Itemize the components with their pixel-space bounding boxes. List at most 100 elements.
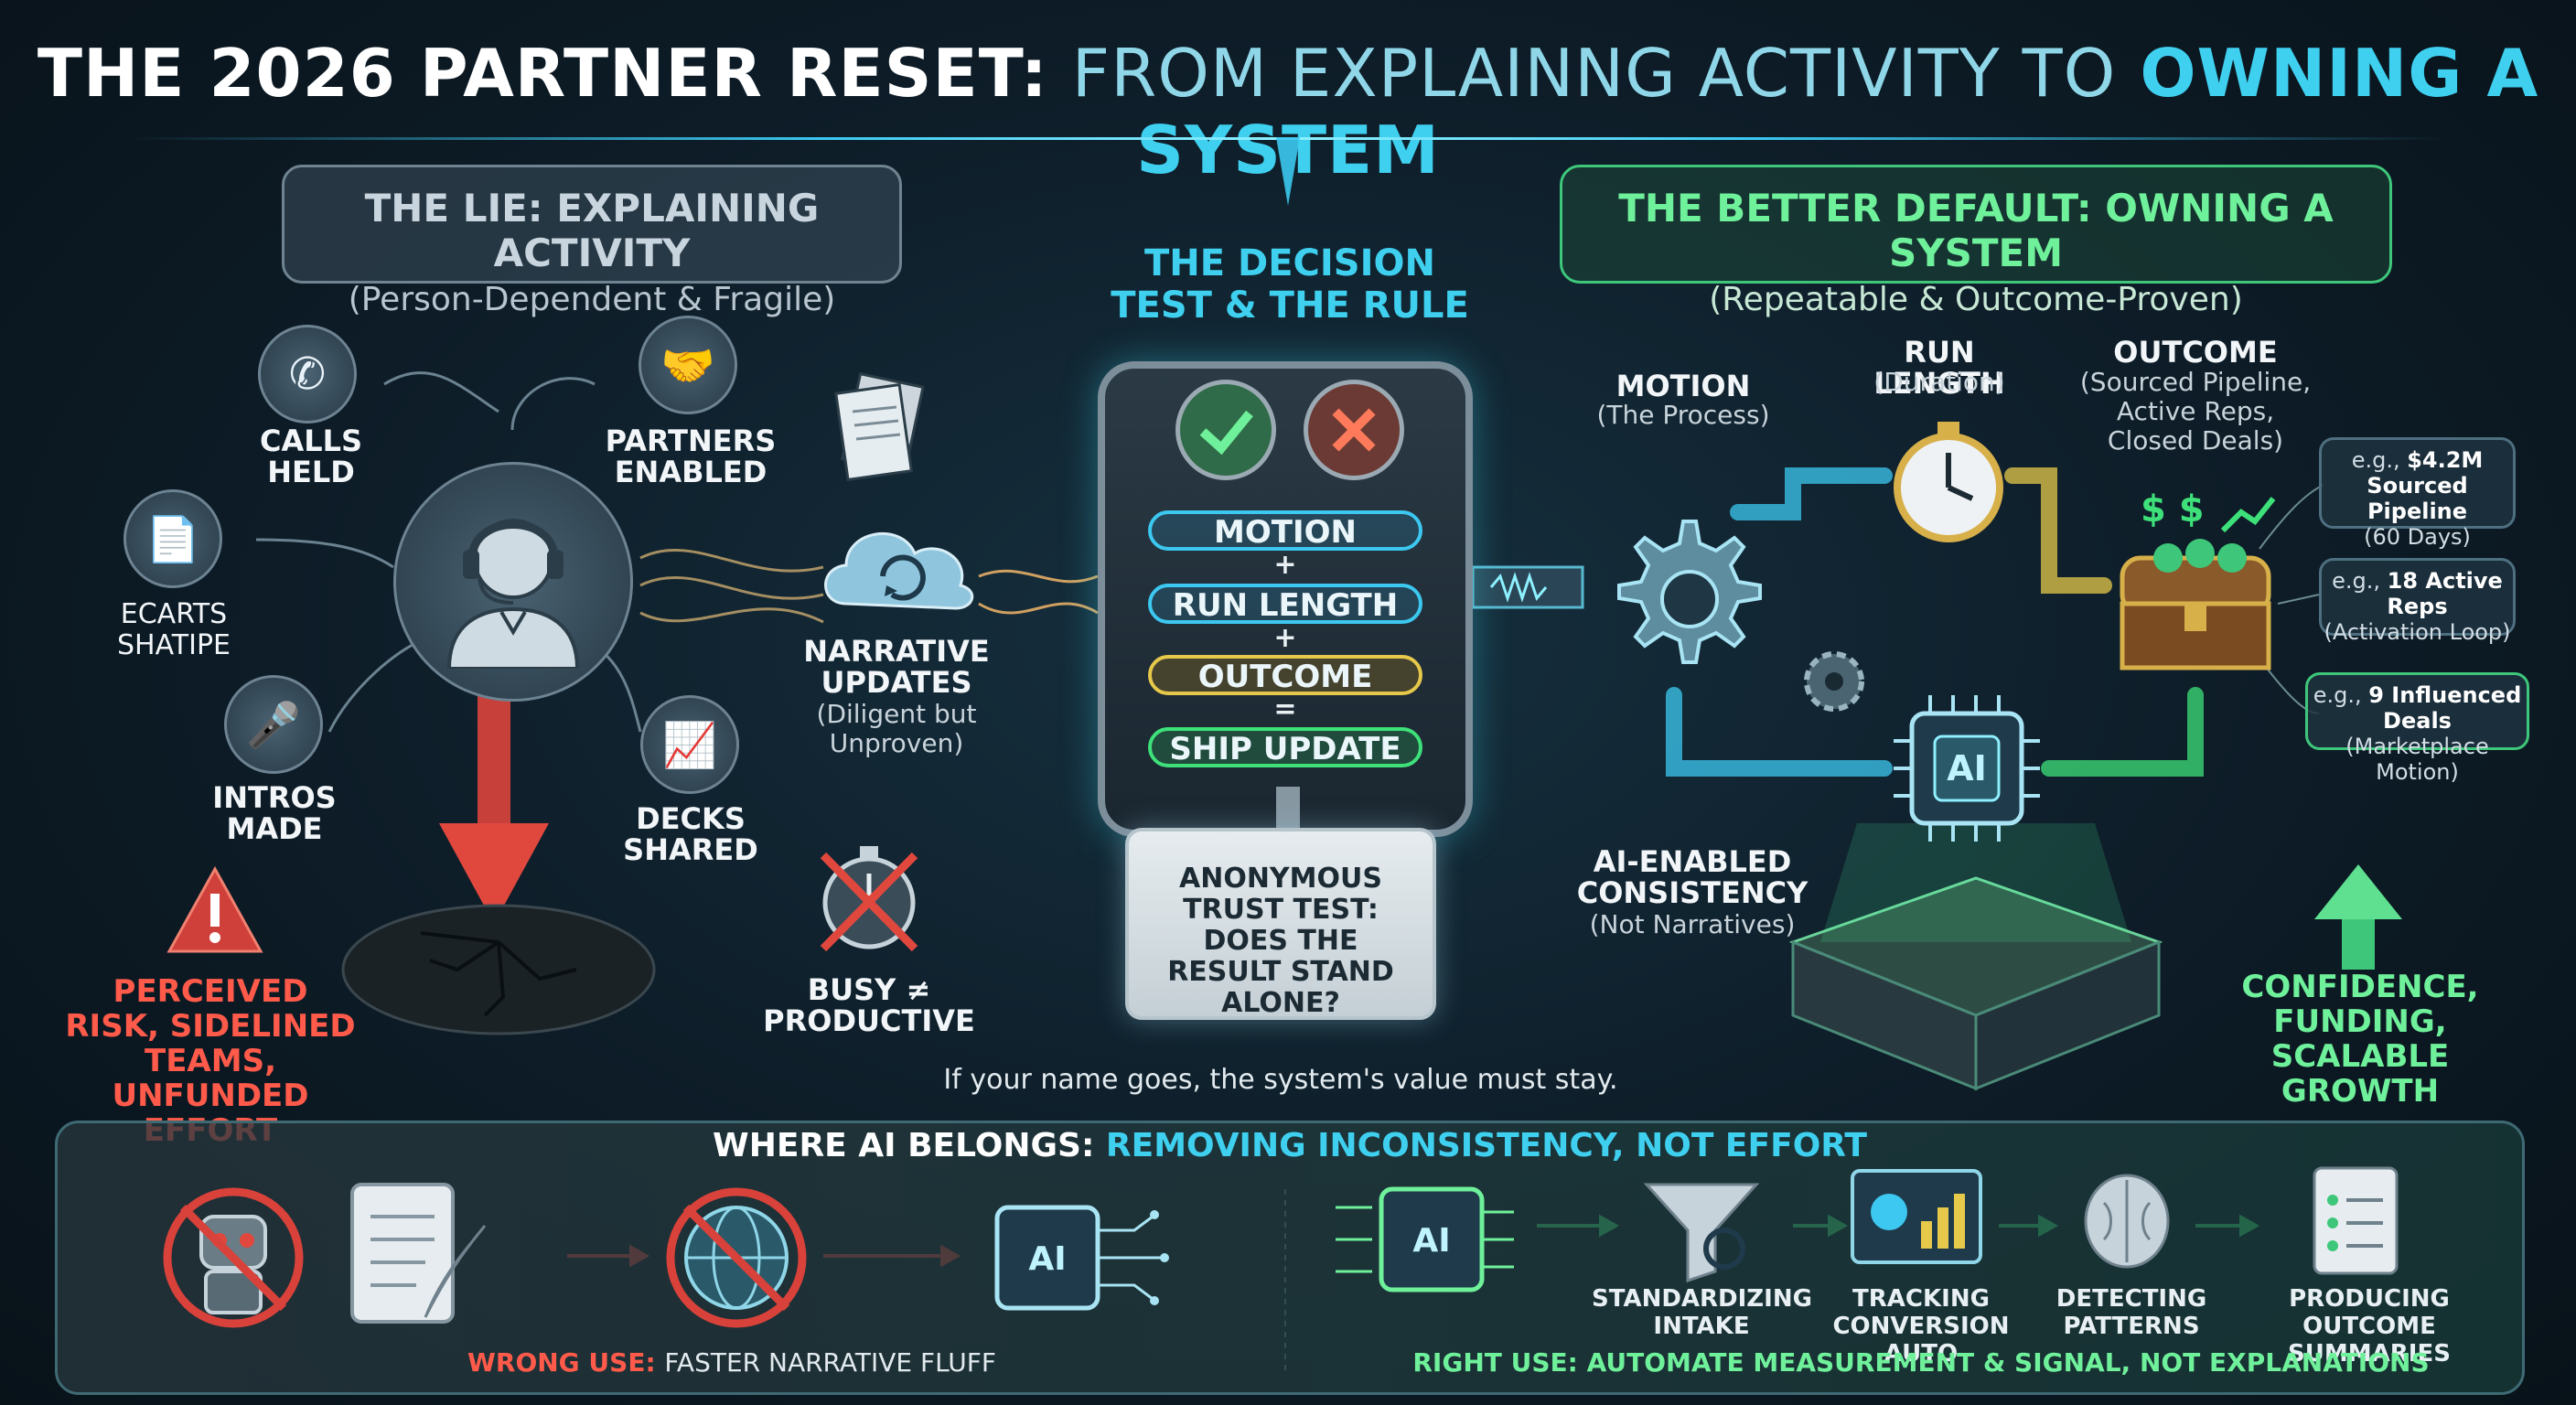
better-header-box: THE BETTER DEFAULT: OWNING A SYSTEM (Rep… <box>1560 165 2392 318</box>
better-heading: THE BETTER DEFAULT: OWNING A SYSTEM <box>1618 186 2334 275</box>
ai-consistency-sub: (Not Narratives) <box>1589 909 1796 939</box>
crossed-stopwatch-icon <box>805 837 933 956</box>
example-prefix: e.g., <box>2351 447 2408 473</box>
right-use-a: RIGHT USE: <box>1412 1347 1578 1378</box>
papers-icon <box>832 370 933 489</box>
lie-heading: THE LIE: EXPLAINING ACTIVITY <box>364 186 820 275</box>
example-deals-sub: (Marketplace Motion) <box>2345 734 2489 785</box>
example-reps-value: 18 Active Reps <box>2387 568 2503 619</box>
ai-chip-label: AI <box>1412 1222 1450 1260</box>
example-card-reps: e.g., 18 Active Reps (Activation Loop) <box>2319 558 2516 645</box>
svg-text:$ $: $ $ <box>2141 488 2205 531</box>
step-detecting-patterns: DETECTING PATTERNS <box>2055 1285 2207 1340</box>
partners-enabled-label: PARTNERS ENABLED <box>605 424 777 489</box>
step-standardizing-intake: STANDARDIZING INTAKE <box>1592 1285 1812 1340</box>
motion-title: MOTION <box>1615 369 1751 403</box>
plus-operator-1: + <box>1273 549 1297 581</box>
calls-held-label: CALLS HELD <box>259 424 363 489</box>
title-part-1: THE 2026 PARTNER RESET: <box>37 35 1048 112</box>
right-use-b: AUTOMATE MEASUREMENT & SIGNAL, NOT EXPLA… <box>1586 1347 2430 1378</box>
person-headset-icon <box>393 462 633 702</box>
outcome-title: OUTCOME <box>2113 335 2278 370</box>
system-rule-text: If your name goes, the system's value mu… <box>943 1064 1618 1096</box>
narrative-updates-label: NARRATIVE UPDATES <box>803 634 990 700</box>
phone-icon: ✆ <box>258 325 357 424</box>
funnel-icon <box>1637 1175 1766 1285</box>
crossed-robot-icon <box>156 1180 311 1335</box>
trust-test-label: ANONYMOUS TRUST TEST: DOES THE RESULT ST… <box>1167 863 1394 1019</box>
bottom-heading: WHERE AI BELONGS: REMOVING INCONSISTENCY… <box>55 1127 2525 1164</box>
wrong-use-a: WRONG USE: <box>467 1347 656 1378</box>
example-pipeline-value: $4.2M Sourced Pipeline <box>2367 447 2484 524</box>
ai-chip-label: AI <box>1028 1240 1066 1278</box>
lie-header-box: THE LIE: EXPLAINING ACTIVITY (Person-Dep… <box>282 165 902 318</box>
motion-sub: (The Process) <box>1596 400 1770 430</box>
bottom-heading-b: REMOVING INCONSISTENCY, NOT EFFORT <box>1105 1127 1867 1164</box>
microphone-icon: 🎤 <box>224 675 323 774</box>
title-part-3: OWNING A SYSTEM <box>1136 35 2539 188</box>
ai-consistency-title: AI-ENABLED CONSISTENCY <box>1576 844 1809 910</box>
brain-icon <box>2077 1166 2186 1276</box>
motion-pill: MOTION <box>1148 510 1422 551</box>
plus-operator-2: + <box>1273 622 1297 654</box>
narrative-updates-sub: (Diligent but Unproven) <box>816 699 977 758</box>
device-gear-conduit <box>1471 565 1584 609</box>
bottom-heading-a: WHERE AI BELONGS: <box>713 1127 1095 1164</box>
lie-subheading: (Person-Dependent & Fragile) <box>348 281 836 318</box>
better-subheading: (Repeatable & Outcome-Proven) <box>1709 281 2243 318</box>
scroll-quill-icon <box>325 1171 489 1335</box>
warning-icon <box>165 864 265 956</box>
ai-chip-label: AI <box>1947 748 1987 788</box>
example-prefix: e.g., <box>2313 682 2369 708</box>
ai-chip-icon: AI <box>1884 686 2049 851</box>
document-icon: 📄 <box>123 489 222 588</box>
equals-operator: = <box>1273 693 1297 725</box>
page-title: THE 2026 PARTNER RESET: FROM EXPLAINNG A… <box>0 35 2576 188</box>
stopwatch-icon <box>1884 416 2012 544</box>
example-prefix: e.g., <box>2332 568 2388 594</box>
intros-made-label: INTROS MADE <box>212 780 337 846</box>
wrong-use-b: FASTER NARRATIVE FLUFF <box>664 1347 996 1378</box>
right-use-caption: RIGHT USE: AUTOMATE MEASUREMENT & SIGNAL… <box>1336 1347 2506 1378</box>
cracked-ground <box>341 904 656 1035</box>
example-pipeline-sub: (60 Days) <box>2364 524 2471 550</box>
treasure-chest-icon: $ $ <box>2104 476 2287 677</box>
outcome-pill: OUTCOME <box>1148 655 1422 695</box>
fortress <box>1788 823 2163 1091</box>
center-spike <box>1276 137 1300 206</box>
example-deals-value: 9 Influenced Deals <box>2368 682 2522 734</box>
growth-arrow <box>2314 864 2402 970</box>
decision-test-heading: THE DECISION TEST & THE RULE <box>1111 242 1469 327</box>
checkmark-icon <box>1175 380 1276 480</box>
ai-chip-right-icon: AI <box>1326 1171 1528 1308</box>
risk-arrow <box>439 695 549 924</box>
example-card-pipeline: e.g., $4.2M Sourced Pipeline (60 Days) <box>2319 437 2516 550</box>
narrative-waves <box>639 548 824 624</box>
narrative-to-device <box>978 569 1099 615</box>
growth-label: CONFIDENCE, FUNDING, SCALABLE GROWTH <box>2241 969 2479 1110</box>
x-mark-icon <box>1304 380 1404 480</box>
busy-not-productive-label: BUSY ≠ PRODUCTIVE <box>763 972 975 1038</box>
badge-clip <box>1276 787 1300 832</box>
dashboard-icon <box>1848 1166 1985 1276</box>
example-reps-sub: (Activation Loop) <box>2324 619 2511 645</box>
example-card-deals: e.g., 9 Influenced Deals (Marketplace Mo… <box>2305 672 2529 785</box>
title-part-2: FROM EXPLAINNG ACTIVITY TO <box>1071 35 2117 112</box>
run-length-sub: (Duration) <box>1873 367 2005 397</box>
ecarts-shatipe-label: ECARTS SHATIPE <box>116 598 231 661</box>
handshake-icon: 🤝 <box>639 316 737 414</box>
cloud-sync-icon <box>810 512 983 622</box>
ai-chip-wrong-icon: AI <box>979 1189 1180 1326</box>
trust-test-card: ANONYMOUS TRUST TEST: DOES THE RESULT ST… <box>1125 828 1436 1020</box>
ship-update-pill: SHIP UPDATE <box>1148 727 1422 767</box>
presentation-icon: 📈 <box>640 695 739 794</box>
small-gears-icon <box>1793 640 1875 723</box>
run-length-pill: RUN LENGTH <box>1148 584 1422 624</box>
decks-shared-label: DECKS SHARED <box>623 801 758 867</box>
step-tracking-conversion: TRACKING CONVERSION AUTO <box>1832 1285 2010 1367</box>
report-icon <box>2305 1164 2406 1278</box>
outcome-sub: (Sourced Pipeline, Active Reps, Closed D… <box>2079 367 2312 456</box>
crossed-globe-icon <box>659 1180 814 1335</box>
system-pipes <box>1666 467 2204 777</box>
